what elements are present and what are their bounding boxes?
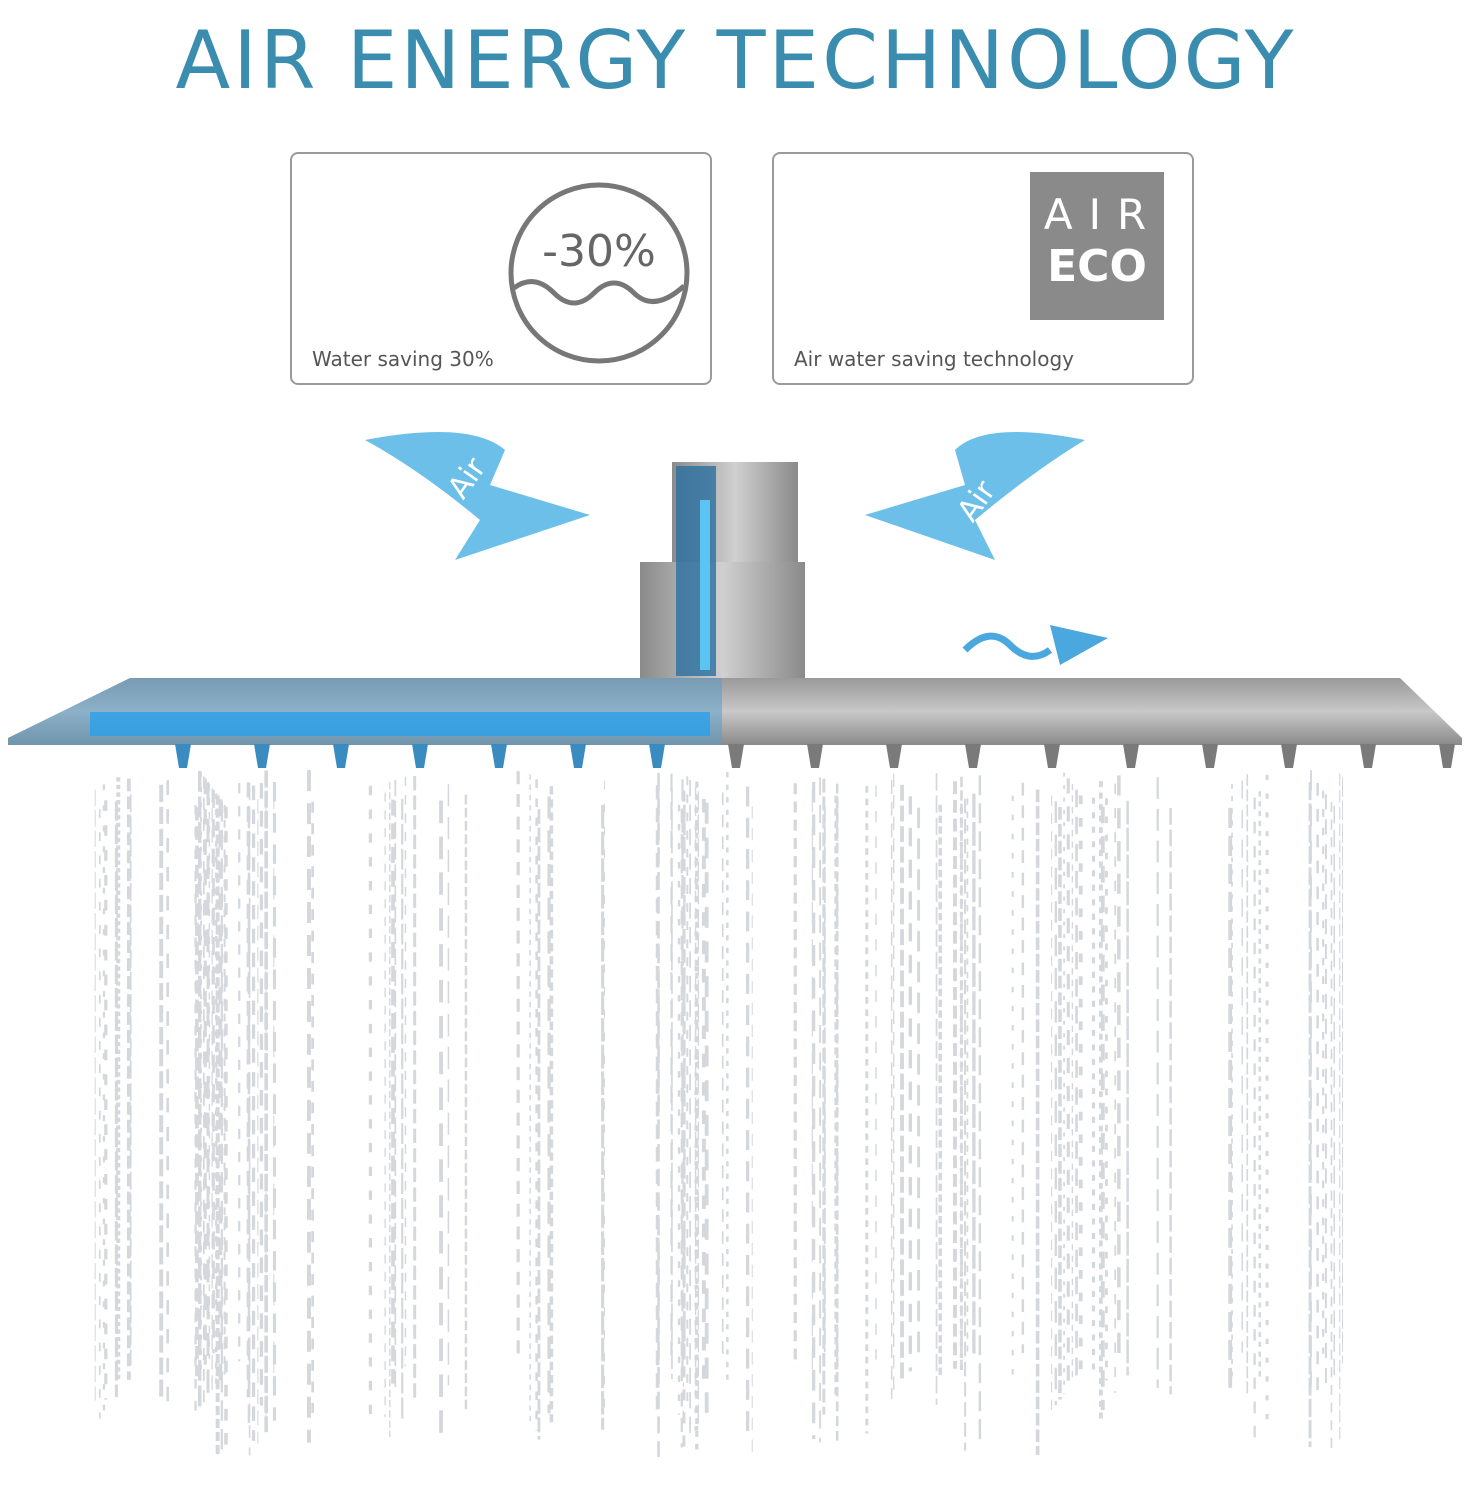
nozzle [412, 744, 428, 768]
percent-text: -30% [542, 226, 656, 277]
nozzle [1360, 744, 1376, 768]
nozzle [254, 744, 270, 768]
shower-head-plate [8, 678, 1462, 768]
page-title: AIR ENERGY TECHNOLOGY [175, 14, 1297, 107]
nozzle [1281, 744, 1297, 768]
nozzle [333, 744, 349, 768]
air-arrow-right-icon: Air [865, 432, 1085, 560]
nozzle [175, 744, 191, 768]
nozzle [965, 744, 981, 768]
nozzle [1044, 744, 1060, 768]
air-arrow-left-icon: Air [365, 432, 590, 560]
nozzle [1439, 744, 1455, 768]
nozzle [1123, 744, 1139, 768]
shower-connector [640, 462, 805, 680]
nozzle [491, 744, 507, 768]
badge-line-eco: ECO [1047, 241, 1147, 292]
nozzle [807, 744, 823, 768]
badge-line-air: AIR [1043, 190, 1163, 239]
water-saving-circle-icon: -30% [508, 182, 690, 364]
nozzle [570, 744, 586, 768]
card-label: Water saving 30% [312, 347, 494, 371]
nozzle [1202, 744, 1218, 768]
nozzle [728, 744, 744, 768]
water-flow-arrow-icon [962, 625, 1108, 665]
nozzle [886, 744, 902, 768]
air-eco-card: AIR ECO Air water saving technology [772, 152, 1194, 385]
card-label: Air water saving technology [794, 347, 1075, 371]
nozzle [649, 744, 665, 768]
air-eco-badge: AIR ECO [1030, 172, 1164, 320]
water-saving-card: -30% Water saving 30% [290, 152, 712, 385]
water-streams [94, 770, 1344, 1458]
